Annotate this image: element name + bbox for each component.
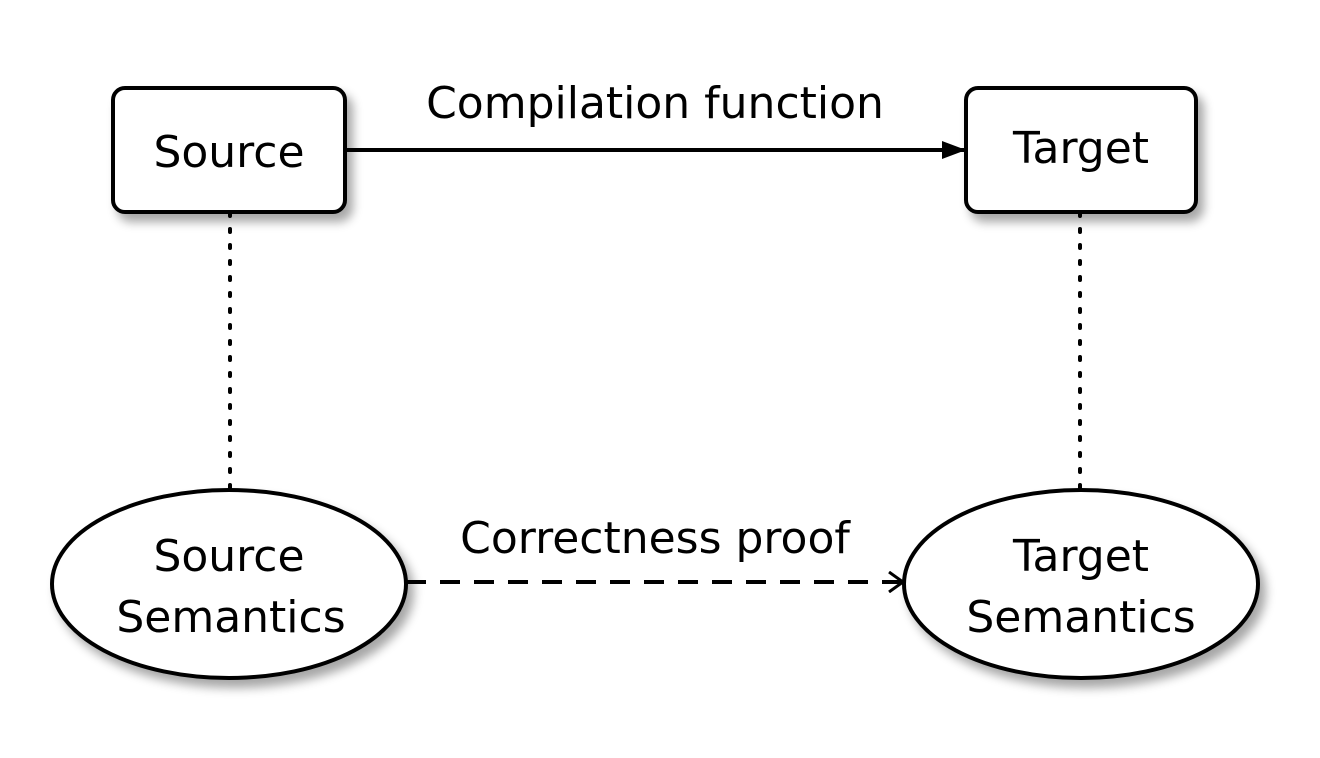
- source-label: Source: [153, 127, 304, 178]
- compilation-function-label: Compilation function: [426, 78, 884, 129]
- source-box: [111, 86, 347, 214]
- target-semantics-label-line2: Semantics: [966, 592, 1195, 643]
- target-semantics-node: Target Semantics: [902, 488, 1260, 680]
- source-semantics-node: Source Semantics: [50, 488, 408, 680]
- source-semantics-label-line1: Source: [153, 531, 304, 582]
- target-box: [964, 86, 1198, 214]
- source-semantics-ellipse: [50, 488, 408, 680]
- target-label: Target: [1012, 123, 1149, 174]
- target-semantics-ellipse: [902, 488, 1260, 680]
- correctness-proof-label: Correctness proof: [460, 513, 851, 564]
- source-node: Source: [111, 86, 347, 214]
- target-semantics-label-line1: Target: [1012, 531, 1149, 582]
- target-node: Target: [964, 86, 1198, 214]
- source-semantics-label-line2: Semantics: [116, 592, 345, 643]
